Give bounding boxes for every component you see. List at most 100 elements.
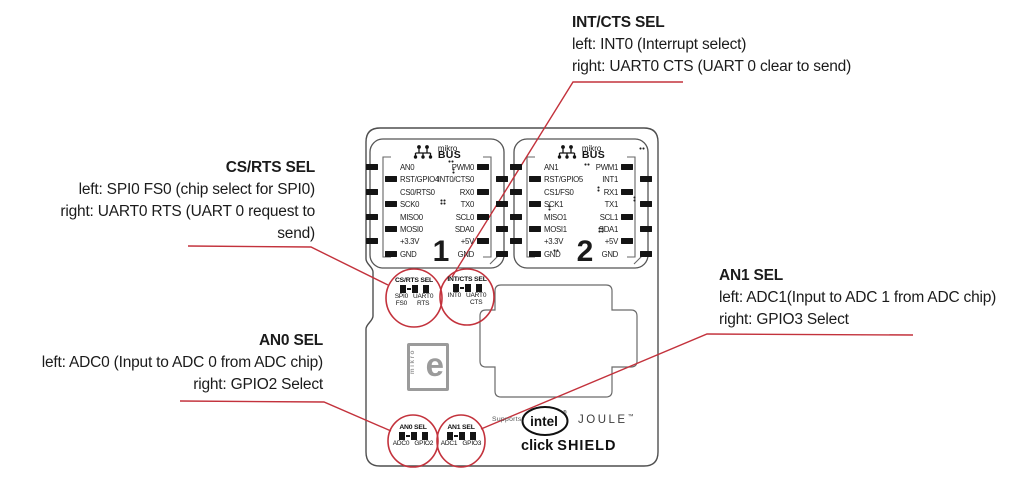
jumper-option-label: UART0 bbox=[413, 293, 434, 300]
pin-pad bbox=[477, 213, 489, 220]
jumper-left-option: ADC0 bbox=[392, 440, 410, 448]
pin-pad bbox=[385, 225, 397, 232]
pin-label-left: MOSI0 bbox=[400, 224, 423, 234]
pin-row: AN0 PWM0 bbox=[366, 161, 504, 173]
intel-wordmark: intel bbox=[530, 414, 558, 429]
jumper-option-label: GPIO2 bbox=[414, 440, 434, 447]
mikrobus-word-bottom: BUS bbox=[581, 149, 606, 161]
pin-pad bbox=[640, 201, 652, 208]
mikrobus-logo: mikro BUS bbox=[514, 142, 648, 162]
annotation-line: left: ADC1(Input to ADC 1 from ADC chip) bbox=[719, 289, 997, 306]
pin-pad bbox=[510, 238, 522, 245]
via-dots bbox=[452, 168, 455, 174]
annotation-line: right: GPIO3 Select bbox=[719, 311, 849, 328]
pin-row: SCK0 TX0 bbox=[370, 198, 508, 210]
jumper-option-label: RTS bbox=[417, 299, 430, 307]
pin-label-right: SCL0 bbox=[455, 212, 475, 222]
jumper-pad bbox=[464, 284, 471, 292]
pin-pad bbox=[496, 250, 508, 257]
pin-label-left: AN0 bbox=[400, 163, 415, 172]
pin-label-left: GND bbox=[544, 249, 561, 259]
via-dots bbox=[440, 199, 446, 205]
jumper-pad bbox=[452, 284, 459, 292]
pin-pad bbox=[529, 201, 541, 208]
via-dots bbox=[598, 227, 604, 233]
pin-row: SCK1 TX1 bbox=[514, 198, 652, 210]
pin-pad bbox=[621, 238, 633, 245]
pin-pad bbox=[385, 176, 397, 183]
jumper-option-label: UART0 bbox=[466, 292, 487, 299]
jumper-option-label: FS0 bbox=[395, 299, 408, 307]
jumper-left-option: INT0 bbox=[448, 292, 462, 307]
pin-label-right: RX0 bbox=[459, 187, 475, 197]
callout-lines bbox=[179, 81, 914, 432]
jumper-labels: ADC0 GPIO2 bbox=[384, 440, 442, 448]
jumper-pads bbox=[384, 432, 442, 440]
pin-row: RST/GPIO5 INT1 bbox=[514, 173, 652, 185]
jumper-option-label: ADC0 bbox=[392, 440, 410, 447]
mikrobus-logo: mikro BUS bbox=[370, 142, 504, 162]
an1-circle bbox=[436, 414, 486, 468]
annotation-title: AN0 SEL bbox=[258, 332, 323, 349]
pin-pad bbox=[385, 250, 397, 257]
via-dots bbox=[448, 160, 454, 163]
pin-label-left: +3.3V bbox=[544, 237, 564, 247]
annotation-line: right: UART0 CTS (UART 0 clear to send) bbox=[572, 58, 852, 75]
pin-rows: AN1 PWM1 RST/GPIO5 INT1 CS1/FS0 RX1 SCK1… bbox=[510, 161, 652, 260]
pin-pad bbox=[621, 164, 633, 170]
jumper-pad bbox=[469, 432, 476, 440]
pin-label-right: SDA1 bbox=[598, 224, 618, 234]
an0-circle bbox=[387, 414, 439, 468]
pin-pad bbox=[529, 225, 541, 232]
pin-label-right: INT0/CTS0 bbox=[437, 175, 475, 185]
intel-logo: intel ® bbox=[521, 406, 569, 436]
jumper-bridge bbox=[405, 435, 410, 437]
an1-callout-line bbox=[480, 333, 914, 430]
jumper-option-label: ADC1 bbox=[440, 440, 458, 447]
pin-rows: AN0 PWM0 RST/GPIO4 INT0/CTS0 CS0/RTS0 RX… bbox=[366, 161, 508, 260]
pin-label-left: MISO1 bbox=[544, 212, 567, 222]
jumper-pads bbox=[432, 432, 490, 440]
int-cts-callout-line bbox=[451, 81, 683, 278]
pin-pad bbox=[640, 250, 652, 257]
annotation-int-cts: INT/CTS SEL left: INT0 (Interrupt select… bbox=[572, 12, 851, 78]
mikrobus-word-top: mikro bbox=[581, 144, 602, 153]
via-dots bbox=[548, 205, 551, 211]
annotation-an0: AN0 SEL left: ADC0 (Input to ADC 0 from … bbox=[10, 330, 323, 396]
pin-label-right: PWM1 bbox=[595, 163, 619, 172]
via-dots bbox=[584, 163, 590, 166]
jumper-option-label: SPI0 bbox=[394, 293, 409, 300]
int-cts-circle bbox=[439, 268, 495, 326]
callout-circles bbox=[385, 268, 495, 468]
pin-row: MOSI1 SDA1 bbox=[514, 223, 652, 235]
pin-row: MOSI0 SDA0 bbox=[370, 223, 508, 235]
jumper-an1-sel: AN1 SEL ADC1 GPIO3 bbox=[432, 424, 490, 448]
jumper-an0-sel: AN0 SEL ADC0 GPIO2 bbox=[384, 424, 442, 448]
jumper-bridge bbox=[453, 435, 458, 437]
jumper-pad bbox=[411, 285, 418, 293]
jumper-pads bbox=[438, 284, 496, 292]
pin-row: CS1/FS0 RX1 bbox=[510, 186, 648, 198]
jumper-title: AN0 SEL bbox=[399, 424, 427, 431]
pin-label-right: +5V bbox=[460, 237, 475, 247]
cs-rts-callout-line bbox=[187, 245, 389, 286]
annotation-line: left: SPI0 FS0 (chip select for SPI0) bbox=[78, 181, 316, 198]
mikrobus-wordmark: mikro BUS bbox=[437, 145, 462, 161]
jumper-pad bbox=[446, 432, 453, 440]
mikrobus-word-bottom: BUS bbox=[437, 149, 462, 161]
jumper-pad bbox=[398, 432, 405, 440]
pin-label-right: GND bbox=[457, 249, 475, 259]
pin-label-left: SCK0 bbox=[400, 200, 420, 210]
pin-row: RST/GPIO4 INT0/CTS0 bbox=[370, 173, 508, 185]
jumper-title: CS/RTS SEL bbox=[394, 277, 434, 284]
supports-label: Supports bbox=[492, 416, 522, 423]
pin-pad bbox=[496, 201, 508, 208]
mikrobus-icon bbox=[557, 145, 577, 159]
pin-pad bbox=[621, 213, 633, 220]
mikrobus-socket-1: mikro BUS AN0 PWM0 RST/GPIO4 INT0/CTS0 C… bbox=[366, 139, 508, 268]
module-cutout bbox=[479, 284, 638, 398]
